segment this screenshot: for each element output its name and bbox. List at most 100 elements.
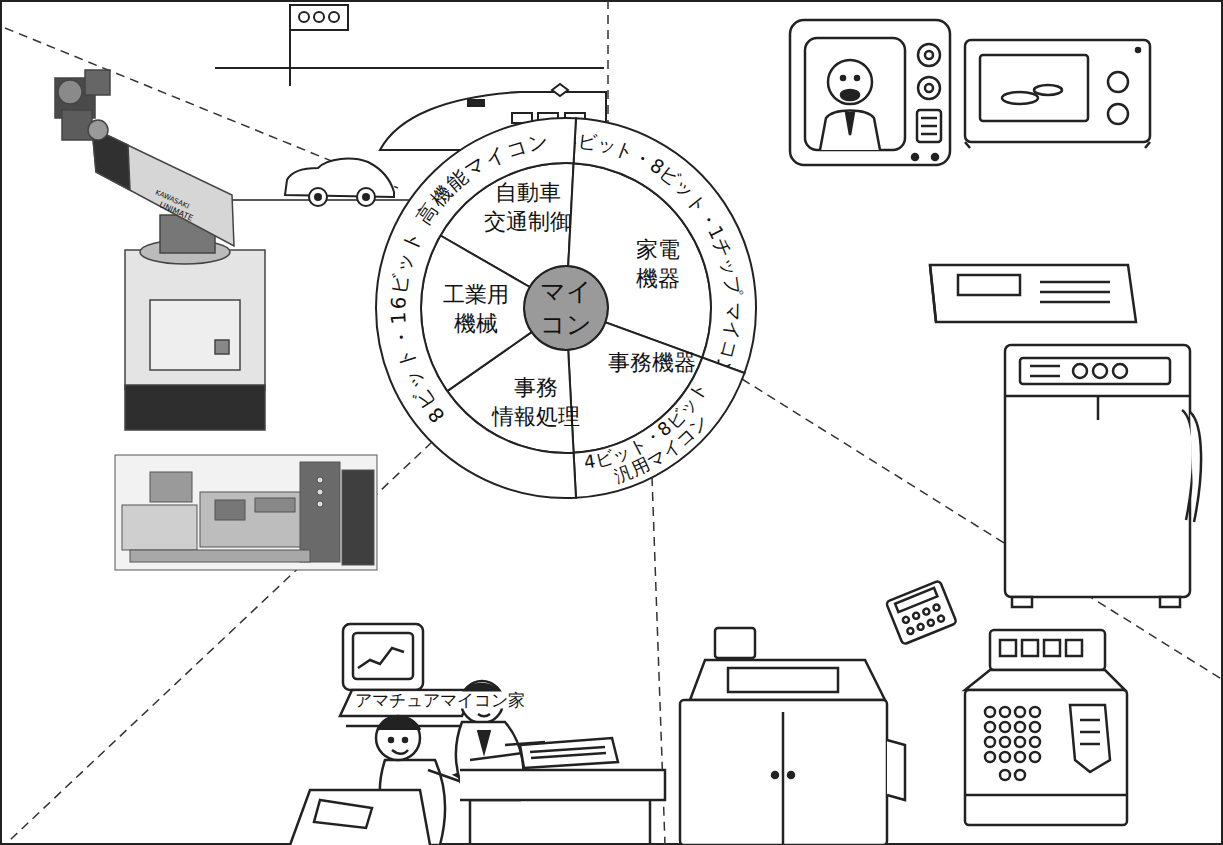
arc-char: ・ [630,146,656,172]
traffic-illustration [215,199,604,201]
arc-char: マ [644,446,669,471]
arc-char: ・ [695,206,721,232]
arc-char: 8 [646,155,666,178]
office-machine-illustration [902,616,910,624]
sector-shape [421,236,532,392]
amateur-illustration [353,633,413,679]
appliance-illustration [1145,142,1150,148]
traffic-illustration [512,113,532,123]
appliance-illustration [1034,85,1062,95]
laboratory-photo [317,501,323,507]
office-machine-illustration [917,623,925,631]
sector-shape [447,332,573,453]
office-machine-illustration [1030,737,1040,747]
region-divider [607,0,609,122]
office-machine-illustration [1022,640,1038,656]
appliance-illustration [918,77,940,99]
amateur-illustration [649,800,652,845]
office-machine-illustration [728,668,838,692]
laboratory-photo [215,500,245,520]
traffic-illustration [552,84,568,96]
laboratory-photo [130,550,310,562]
appliance-illustration [841,76,845,80]
arc-char: 汎 [613,463,636,486]
hub-label: マイコン [540,276,593,341]
application-sector: 事務 情報処理 [374,116,758,500]
chip-class-band: 4ビット・8ビット・1チップ マイコン [374,116,758,500]
appliance-illustration [1108,104,1128,124]
office-machine-illustration [1015,707,1025,717]
appliance-illustration [1040,281,1110,284]
office-machine-illustration [1015,737,1025,747]
traffic-illustration [314,12,324,22]
sector-shape [574,118,756,373]
laboratory-photo [115,455,377,570]
appliance-illustration [841,90,859,100]
node-outline [374,116,758,500]
arc-char: 4 [583,452,597,472]
amateur-illustration [358,648,404,668]
arc-char: コ [717,338,740,361]
amateur-illustration [478,730,490,752]
amateur-illustration [392,750,408,754]
arc-char: イ [481,143,508,170]
industrial-robot-photo [125,385,265,430]
appliance-illustration [930,265,936,322]
office-machine-illustration [1080,743,1100,746]
office-machine-illustration [985,707,995,717]
appliance-illustration [965,40,1150,142]
office-machine-illustration [1015,752,1025,762]
industrial-robot-photo [85,70,110,95]
laboratory-photo [255,498,295,512]
arc-char: 用 [629,455,653,479]
arc-char: ト [393,346,418,371]
arc-char: ト [399,227,425,253]
arc-char: イ [659,436,684,461]
appliance-illustration [1030,375,1060,378]
appliance-illustration [917,110,941,142]
node-outline [374,116,758,500]
laboratory-photo [342,470,374,565]
industrial-robot-photo [55,70,265,430]
office-machine-illustration [715,628,755,658]
arc-char: ト [613,138,637,162]
sector-label: 事務 情報処理 [492,374,580,431]
laboratory-photo [200,492,305,547]
traffic-illustration [411,195,434,211]
office-machine-illustration [1044,640,1060,656]
traffic-illustration [215,5,606,212]
sector-shape [440,163,573,287]
traffic-illustration [329,12,339,22]
amateur-illustration [478,714,490,716]
node-outline [374,116,758,500]
arc-char: ビ [663,406,688,431]
industrial-robot-photo [215,340,229,354]
appliance-illustration [1108,72,1128,92]
appliance-illustration [1012,597,1032,607]
office-machine-illustration [937,615,945,623]
arc-char: ・ [389,325,412,348]
traffic-illustration [315,194,321,200]
arc-char: ビ [388,272,411,295]
office-machine-illustration [1080,731,1100,734]
caption-label: アマチュアマイコン家 [355,692,525,709]
office-machine-illustration [680,700,887,845]
arc-char: 8 [424,403,448,426]
amateur-illustration [314,800,372,828]
appliance-illustration [1160,597,1180,607]
arc-text: 4ビット・8ビット・1チップ マイコン [374,116,758,500]
appliance-illustration [1190,412,1201,522]
application-sector: 工業用 機械 [374,116,758,500]
traffic-illustration [438,191,456,206]
appliance-illustration [828,60,872,104]
appliance-illustration [930,265,1136,322]
traffic-illustration [215,67,604,69]
arc-char: ト [686,379,711,404]
office-machine-illustration [965,794,1127,797]
office-machine-illustration [965,690,1127,825]
arc-char: 能 [443,166,471,194]
traffic-illustration [565,113,585,123]
appliance-illustration [1005,345,1190,597]
arc-char: 8 [655,418,675,439]
